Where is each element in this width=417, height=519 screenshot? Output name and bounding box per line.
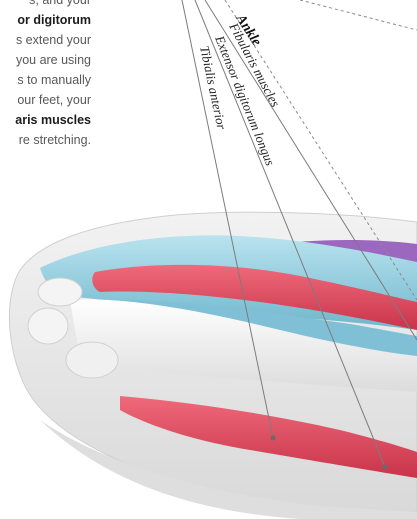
toe-bone-3: [66, 342, 118, 378]
extensor-marker: [383, 465, 388, 470]
body-text-bold-2: aris muscles: [15, 113, 91, 127]
body-text-line-1: s, and your: [29, 0, 91, 10]
body-text-line-6: our feet, your: [17, 90, 91, 110]
ankle-leader-2: [300, 0, 417, 30]
body-text-line-5: s to manually: [17, 70, 91, 90]
body-text-line-8: re stretching.: [19, 130, 91, 150]
toe-bone-2: [28, 308, 68, 344]
body-text-line-2: or digitorum: [17, 10, 91, 30]
tibialis-marker: [271, 436, 276, 441]
toe-bone-1: [38, 278, 82, 306]
body-text-line-7: aris muscles: [15, 110, 91, 130]
body-text-bold-1: or digitorum: [17, 13, 91, 27]
body-text-line-3: s extend your: [16, 30, 91, 50]
body-text-line-4: you are using: [16, 50, 91, 70]
